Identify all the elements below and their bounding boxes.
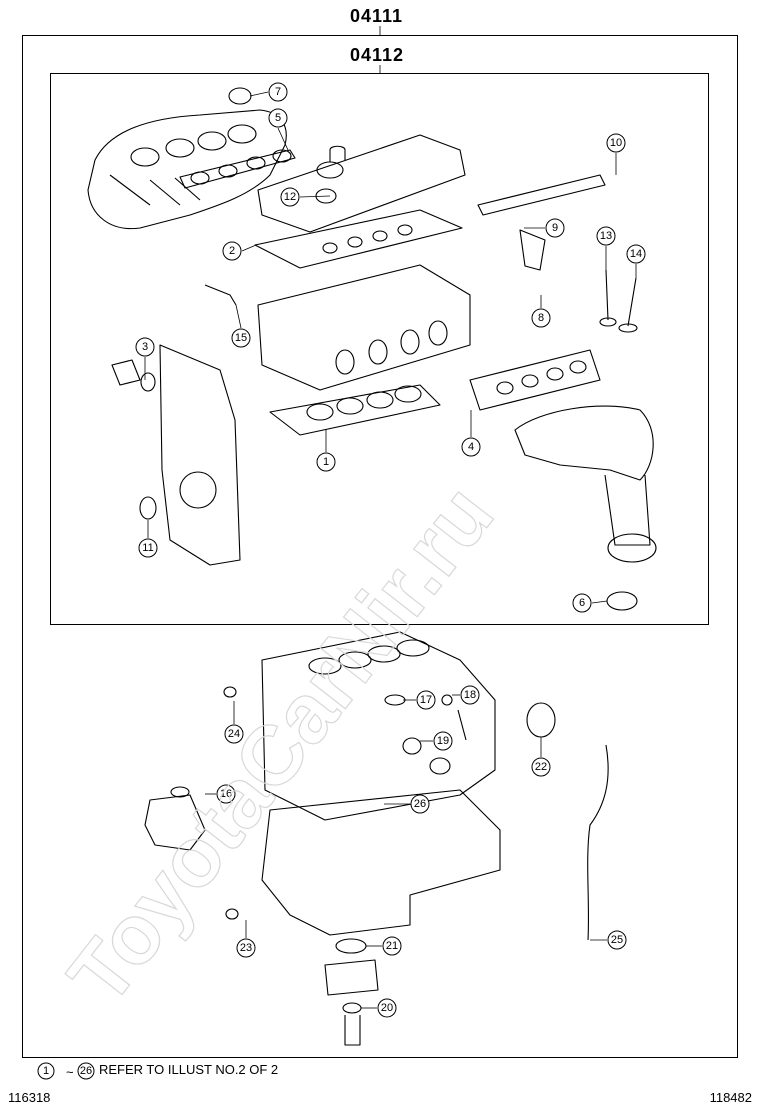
oil-pan-drawing (261, 789, 501, 936)
callout-22: 22 (531, 757, 551, 777)
valves-drawing (599, 269, 638, 333)
callout-18: 18 (460, 685, 480, 705)
leader-lines (144, 91, 637, 1009)
cylinder-head-gasket-drawing (269, 384, 441, 436)
callout-2-label: 2 (229, 245, 235, 257)
callout-23: 23 (236, 938, 256, 958)
callout-24-label: 24 (228, 728, 240, 740)
callout-8-label: 8 (538, 312, 544, 324)
cylinder-head-drawing (257, 264, 471, 391)
fuel-rail-drawing (477, 174, 606, 271)
callout-15: 15 (231, 328, 251, 348)
timing-chain-cover-drawing (159, 344, 241, 566)
footer-note-start-marker: 1 (37, 1062, 55, 1080)
callout-26-label: 26 (414, 798, 426, 810)
callout-25-label: 25 (611, 934, 623, 946)
gasket-19-drawing (402, 737, 422, 755)
callout-14: 14 (626, 244, 646, 264)
callout-7: 7 (268, 82, 288, 102)
outer-kit-frame (22, 35, 738, 1058)
rear-oil-seal-drawing (526, 702, 556, 738)
callout-15-label: 15 (235, 332, 247, 344)
plug-24-drawing (223, 686, 237, 698)
callout-12: 12 (280, 187, 300, 207)
callout-3-label: 3 (142, 341, 148, 353)
union-drawing (429, 757, 451, 775)
callout-4-label: 4 (468, 441, 474, 453)
crankshaft-front-seal-drawing (139, 496, 157, 520)
callout-10-label: 10 (610, 137, 622, 149)
gasket-18-drawing (441, 694, 453, 706)
callout-21-label: 21 (386, 940, 398, 952)
callout-16-label: 16 (220, 788, 232, 800)
callout-22-label: 22 (535, 761, 547, 773)
callout-16: 16 (216, 784, 236, 804)
callout-12-label: 12 (284, 191, 296, 203)
valve-cover-drawing (257, 134, 466, 233)
cylinder-block-drawing (261, 631, 496, 821)
inner-kit-frame (50, 73, 709, 625)
callout-11: 11 (138, 538, 158, 558)
sensor-drawing (204, 284, 237, 306)
water-outlet-drawing (111, 359, 156, 392)
callout-1: 1 (316, 452, 336, 472)
callout-13: 13 (596, 226, 616, 246)
oil-filler-seal-drawing (315, 188, 337, 204)
plug-23-drawing (225, 908, 239, 920)
oil-level-gauge-drawing (587, 744, 609, 941)
callout-8: 8 (531, 308, 551, 328)
gasket-17-drawing (384, 694, 406, 706)
exhaust-manifold-drawing (514, 405, 657, 563)
callout-23-label: 23 (240, 942, 252, 954)
seal-ring-7-drawing (228, 87, 252, 105)
exhaust-manifold-gasket-drawing (469, 349, 601, 411)
intake-manifold-drawing (87, 109, 287, 230)
callout-17-label: 17 (420, 694, 432, 706)
callout-25: 25 (607, 930, 627, 950)
callout-26: 26 (410, 794, 430, 814)
illustration-code-left: 116318 (8, 1090, 51, 1105)
intake-gasket-drawing (179, 149, 296, 189)
callout-7-label: 7 (275, 86, 281, 98)
inner-kit-title: 04112 (350, 45, 405, 65)
footer-note-tilde: ~ (66, 1065, 74, 1080)
callout-20-label: 20 (381, 1002, 393, 1014)
footer-note-start-label: 1 (43, 1065, 49, 1077)
outer-kit-title: 04111 (350, 6, 404, 26)
cylinder-head-cover-gasket-drawing (254, 209, 463, 269)
callout-14-label: 14 (630, 248, 642, 260)
callout-2: 2 (222, 241, 242, 261)
callout-9: 9 (545, 218, 565, 238)
callout-17: 17 (416, 690, 436, 710)
illustration-code-right: 118482 (709, 1090, 752, 1105)
footer-note-text: REFER TO ILLUST NO.2 OF 2 (99, 1062, 279, 1077)
callout-20: 20 (377, 998, 397, 1018)
footer-note-end-label: 26 (80, 1065, 92, 1077)
callout-13-label: 13 (600, 230, 612, 242)
water-pump-drawing (144, 786, 206, 851)
exhaust-pipe-gasket-drawing (606, 591, 638, 611)
hose-drawing (457, 709, 467, 741)
callout-3: 3 (135, 337, 155, 357)
oil-cooler-drawing (324, 938, 379, 1046)
callout-21: 21 (382, 936, 402, 956)
callout-5: 5 (268, 108, 288, 128)
callout-18-label: 18 (464, 689, 476, 701)
callout-24: 24 (224, 724, 244, 744)
callout-1-label: 1 (323, 456, 329, 468)
callout-19: 19 (433, 731, 453, 751)
callout-4: 4 (461, 437, 481, 457)
callout-19-label: 19 (437, 735, 449, 747)
callout-5-label: 5 (275, 112, 281, 124)
callout-9-label: 9 (552, 222, 558, 234)
callout-6-label: 6 (579, 597, 585, 609)
callout-11-label: 11 (142, 542, 153, 554)
footer-note-end-marker: 26 (77, 1062, 95, 1080)
callout-6: 6 (572, 593, 592, 613)
callout-10: 10 (606, 133, 626, 153)
